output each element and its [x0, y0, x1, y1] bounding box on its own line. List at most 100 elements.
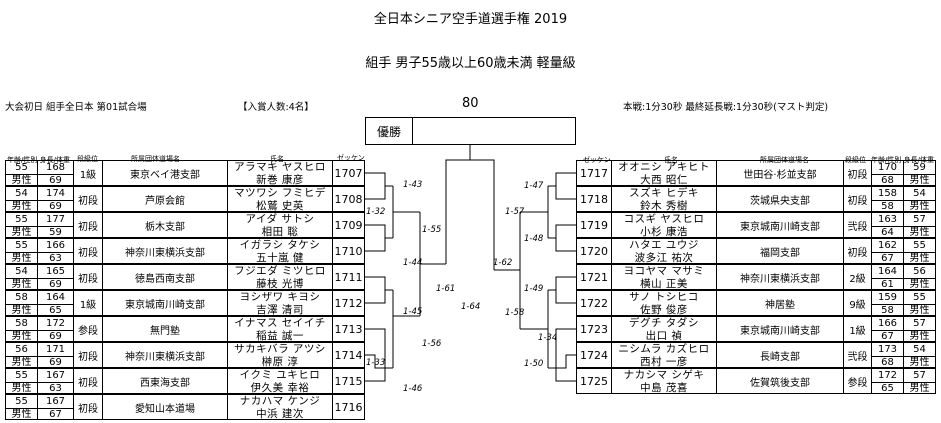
- rank: 弐段: [847, 351, 868, 363]
- cell-text: 65: [49, 305, 62, 316]
- cell-text: 54: [6, 187, 37, 201]
- cell-text: サカキバラ アツシ: [234, 343, 326, 355]
- cell-text: 67: [881, 253, 894, 264]
- cell-text: 58: [881, 305, 894, 316]
- zekken: 1721: [580, 270, 608, 284]
- cell-text: 57: [904, 213, 935, 227]
- org: 神居塾: [765, 299, 795, 311]
- cell-text: 164: [872, 265, 903, 279]
- col-rank-left: 段級位: [77, 155, 98, 163]
- cell-text: 158: [872, 187, 903, 201]
- zekken-cell: 1716: [332, 394, 365, 420]
- zekken: 1717: [580, 166, 608, 180]
- col-zekken-left: ゼッケン: [337, 154, 365, 162]
- cell-text: 伊久美 幸裕: [250, 382, 310, 394]
- rank: 2級: [849, 273, 866, 285]
- time-info: 本戦:1分30秒 最終延長戦:1分30秒(マスト判定): [623, 102, 829, 113]
- zekken: 1722: [580, 296, 608, 310]
- winner-label: 優勝: [366, 118, 413, 144]
- cell-text: 171: [38, 343, 73, 357]
- cell-text: 藤枝 光博: [256, 278, 304, 290]
- zekken: 1711: [334, 270, 363, 284]
- cell-text: 男性: [11, 175, 32, 186]
- cell-text: フジエダ ミツヒロ: [234, 265, 326, 277]
- cell-text: 出口 禎: [645, 330, 683, 342]
- rank: 参段: [847, 377, 868, 389]
- cell-text: 58: [6, 317, 37, 331]
- cell-text: 佐野 俊彦: [640, 304, 688, 316]
- zekken-cell: 1715: [332, 368, 365, 394]
- rank: 1級: [849, 325, 866, 337]
- cell-text: オオニシ アキヒト: [618, 161, 710, 173]
- cell-text: 63: [49, 253, 62, 264]
- match-label: 1-62: [493, 258, 513, 268]
- zekken: 1714: [334, 348, 363, 362]
- org: 福岡支部: [760, 247, 800, 259]
- org: 神奈川東横浜支部: [740, 273, 820, 285]
- col-org-left: 所属団体道場名: [131, 155, 180, 163]
- name-cell: イクミ ユキヒロ伊久美 幸裕: [227, 368, 333, 394]
- cell-text: 58: [6, 291, 37, 305]
- cell-text: 男性: [11, 357, 32, 368]
- rank: 1級: [79, 299, 97, 311]
- org: 長崎支部: [760, 351, 800, 363]
- cell-text: 67: [49, 409, 62, 420]
- cell-text: アラマキ ヤスヒロ: [234, 161, 326, 173]
- cell-text: 59: [49, 227, 62, 238]
- rank: 弐段: [847, 221, 868, 233]
- cell-text: 西村 一彦: [640, 356, 688, 368]
- cell-text: 中浜 建次: [256, 408, 304, 420]
- winner-box: 優勝: [365, 117, 576, 145]
- cell-text: 172: [38, 317, 73, 331]
- org: 東京城南川崎支部: [740, 325, 820, 337]
- cell-text: 59: [904, 161, 935, 175]
- zekken: 1724: [580, 348, 608, 362]
- cell-text: 吉澤 清司: [256, 304, 304, 316]
- cell-text: 56: [6, 343, 37, 357]
- match-label: 1-32: [366, 207, 386, 217]
- org: 東京城南川崎支部: [740, 221, 820, 233]
- cell-text: 男性: [909, 175, 930, 186]
- zekken: 1715: [334, 374, 363, 388]
- cell-text: 164: [38, 291, 73, 305]
- cell-text: 54: [904, 187, 935, 201]
- zekken: 1707: [334, 166, 363, 180]
- zekken-cell: 1708: [332, 186, 365, 212]
- cell-text: 167: [38, 395, 73, 409]
- org: 愛知山本道場: [135, 403, 195, 415]
- cell-text: 波多江 祐次: [634, 252, 694, 264]
- cell-text: 男性: [11, 409, 32, 420]
- cell-text: ヨコヤマ マサミ: [623, 265, 705, 277]
- rank: 初段: [78, 247, 98, 259]
- rank: 9級: [849, 299, 866, 311]
- cell-text: 男性: [909, 227, 930, 238]
- zekken: 1708: [334, 192, 363, 206]
- rank: 初段: [78, 195, 98, 207]
- cell-text: 男性: [909, 279, 930, 290]
- name-cell: フジエダ ミツヒロ藤枝 光博: [227, 264, 333, 290]
- cell-text: イガラシ タケシ: [239, 239, 321, 251]
